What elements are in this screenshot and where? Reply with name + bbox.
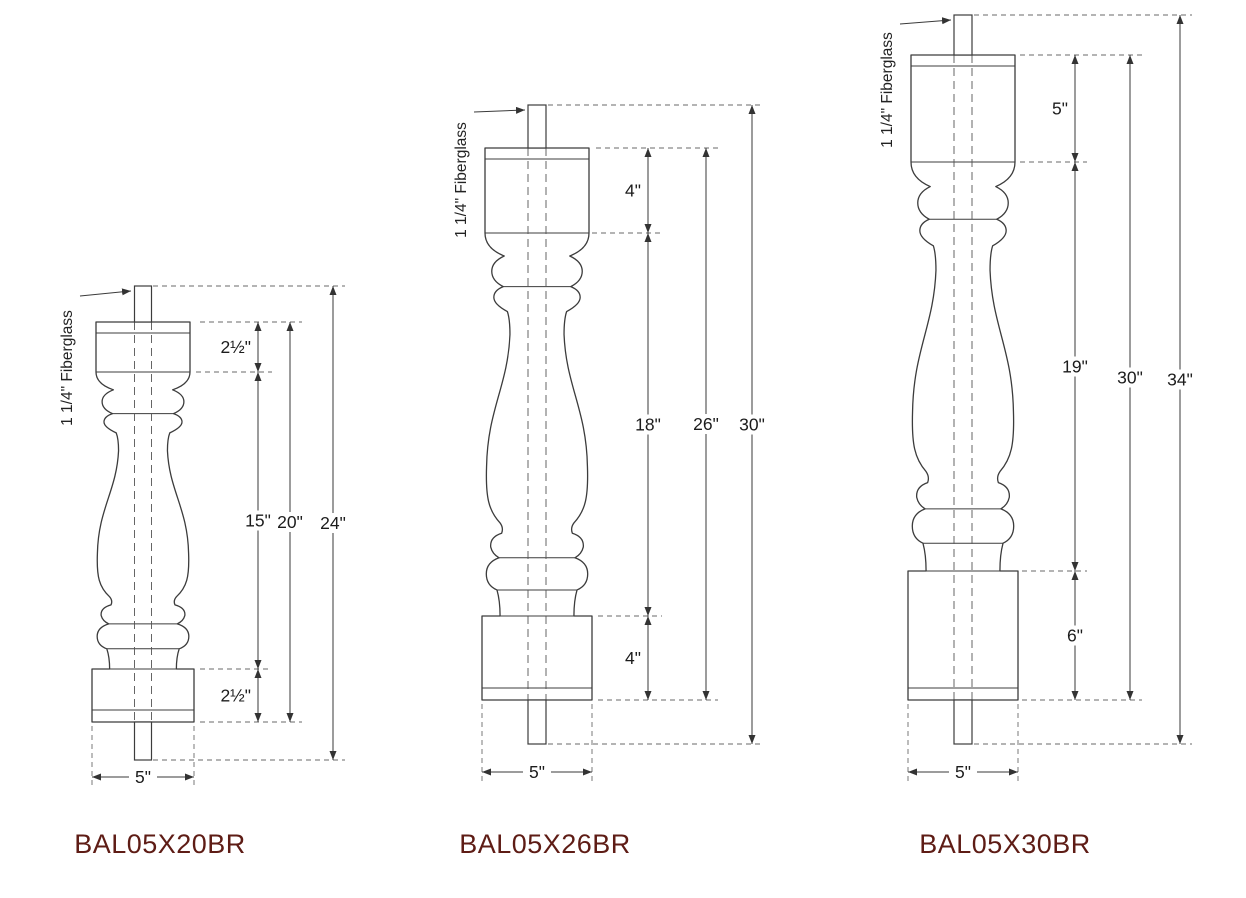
dimension: 24" [314,286,352,760]
dimension-label-gap [129,767,157,787]
dimension-label-gap [314,513,352,533]
dimension-label: 2½" [220,686,251,706]
dimension-label: 19" [1062,357,1088,377]
dimension-label: 30" [739,415,765,435]
top-pin-dowel [133,285,153,323]
material-note: 1 1/4" Fiberglass [59,310,76,426]
dimension-label: 15" [245,511,271,531]
material-note: 1 1/4" Fiberglass [453,122,470,238]
dimension: 20" [271,322,309,722]
product-code: BAL05X20BR [74,829,246,859]
baluster-figure: 2½" 15" 2½" 20" 24" 5" 1 1/4" Fiberglass [59,285,352,789]
dimension-label-gap [523,762,551,782]
dimension-label-gap [1061,625,1089,646]
width-dimension: 5" [481,704,593,784]
dimension-label: 4" [625,648,641,668]
dimension-label: 2½" [220,337,251,357]
dimension: 18" [629,233,667,616]
dimension-label-gap [1161,369,1199,390]
dimension: 30" [1111,55,1149,700]
dimension: 5" [1052,55,1079,162]
dimension-label-gap [1056,356,1094,377]
dimension-label-gap [733,414,771,435]
dimension-label-gap [629,414,667,435]
dimension-label: 5" [135,767,151,787]
dimension-label-gap [271,512,309,532]
dimension-label-gap [239,510,277,531]
dimension-label-gap [949,762,977,782]
product-code: BAL05X26BR [459,829,631,859]
dimension: 19" [1056,162,1094,571]
dimension-label: 18" [635,415,661,435]
dimension-label: 24" [320,513,346,533]
dimension-label: 6" [1067,626,1083,646]
dimension-label: 20" [277,512,303,532]
dimension: 30" [733,105,771,744]
width-dimension: 5" [91,726,195,789]
baluster-outline [907,54,1019,701]
baluster-outline [91,321,195,723]
dimension: 15" [239,372,277,669]
top-pin-dowel [953,14,973,56]
baluster-outline [481,147,593,701]
dimension-label: 26" [693,414,719,434]
dimension-label: 30" [1117,368,1143,388]
dimension: 34" [1161,15,1199,744]
material-leader-line [473,106,526,114]
dimension: 26" [687,148,725,700]
top-pin-dowel [527,104,547,149]
dimension-label-gap [1111,367,1149,388]
width-dimension: 5" [907,704,1019,784]
material-leader-line [899,17,952,25]
dimension-label: 34" [1167,370,1193,390]
dimension: 2½" [220,322,262,372]
bottom-pin-dowel [527,699,547,745]
product-code: BAL05X30BR [919,829,1091,859]
material-note: 1 1/4" Fiberglass [879,32,896,148]
dimension: 2½" [220,669,262,722]
dimension-label-gap [687,414,725,434]
dimension: 4" [625,616,652,700]
baluster-figure: 5" 19" 6" 30" 34" 5" 1 1/4" Fiberglass [879,14,1199,784]
bottom-pin-dowel [953,699,973,745]
dimension: 6" [1061,571,1089,700]
material-leader-line [79,288,132,297]
dimension: 4" [625,148,652,233]
dimension-label: 4" [625,181,641,201]
bottom-pin-dowel [133,721,153,761]
dimension-label: 5" [529,762,545,782]
dimension-label: 5" [955,762,971,782]
dimension-label: 5" [1052,99,1068,119]
baluster-figure: 4" 18" 4" 26" 30" 5" 1 1/4" Fiberglass [453,104,771,784]
